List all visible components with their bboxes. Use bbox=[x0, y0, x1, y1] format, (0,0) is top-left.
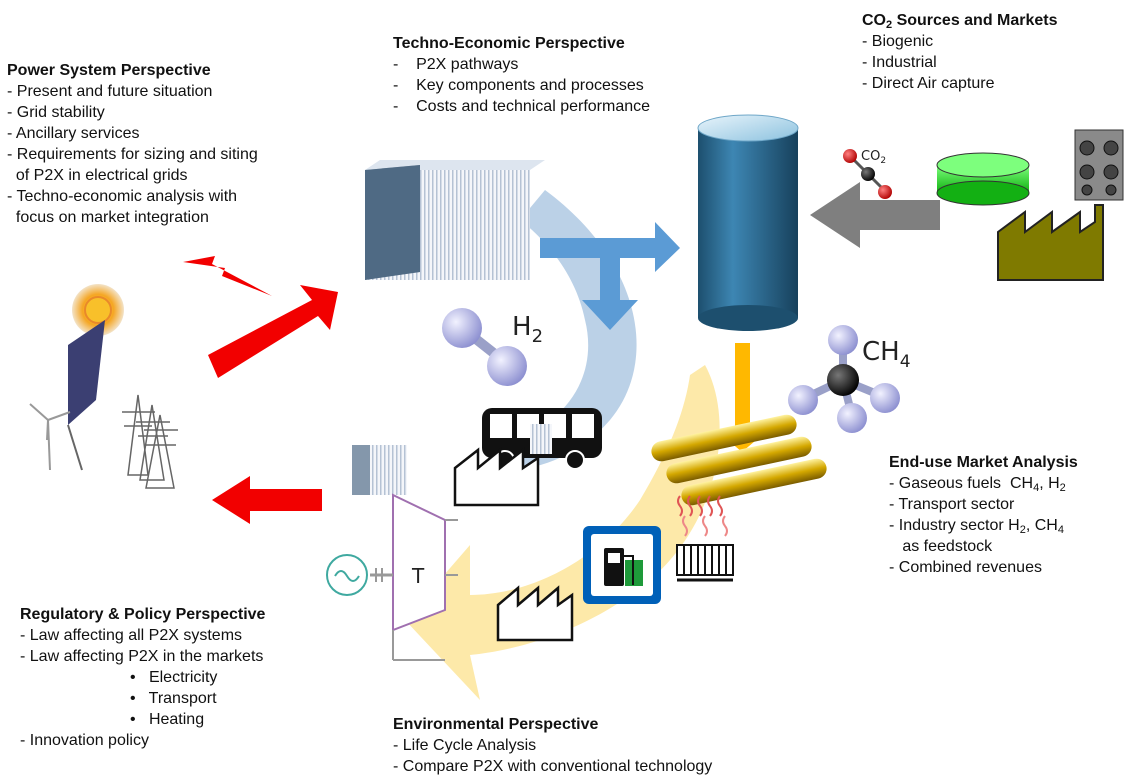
power-item: - Ancillary services bbox=[7, 125, 140, 142]
direct-air-capture-icon bbox=[1074, 129, 1124, 201]
gas-storage-tank-icon bbox=[697, 114, 799, 331]
end-use-item: as feedstock bbox=[889, 538, 993, 555]
electrolyser-stack-icon bbox=[365, 160, 545, 280]
turbine-label: T bbox=[411, 564, 425, 588]
gas-pipes-icon bbox=[651, 414, 827, 506]
red-arrow-to-electrolyser bbox=[208, 285, 338, 378]
environmental-item: - Compare P2X with conventional technolo… bbox=[393, 758, 713, 775]
factory-icon-2 bbox=[496, 585, 574, 642]
lightning-bolt-icon bbox=[183, 256, 272, 296]
regulatory-item: - Innovation policy bbox=[20, 732, 149, 749]
regulatory-bullet: • Transport bbox=[130, 690, 217, 707]
methanation-arc bbox=[405, 365, 720, 700]
generator-icon bbox=[326, 554, 368, 596]
fuel-station-sign-icon bbox=[583, 526, 661, 604]
regulatory-bullet: • Heating bbox=[130, 711, 205, 728]
power-item: focus on market integration bbox=[7, 209, 209, 226]
end-use-item: - Transport sector bbox=[889, 496, 1015, 513]
co2-molecule-icon bbox=[843, 149, 892, 199]
regulatory-policy-perspective: Regulatory & Policy Perspective - Law af… bbox=[20, 604, 265, 751]
factory-icon bbox=[453, 447, 540, 507]
h2-molecule-icon bbox=[442, 308, 527, 386]
end-use-item: - Industry sector H2, CH4 bbox=[889, 517, 1064, 536]
ch4-molecule-icon bbox=[788, 325, 900, 433]
orange-arrow-down bbox=[716, 343, 768, 452]
power-system-title: Power System Perspective bbox=[7, 62, 211, 79]
h2-label: H2 bbox=[512, 312, 543, 347]
industrial-plant-icon bbox=[997, 204, 1104, 281]
environmental-perspective: Environmental Perspective - Life Cycle A… bbox=[393, 714, 712, 777]
end-use-item: - Gaseous fuels CH4, H2 bbox=[889, 475, 1066, 494]
solar-panel-icon bbox=[67, 320, 105, 471]
power-pylon-icon bbox=[122, 394, 178, 489]
co2-sources-markets: CO2 Sources and Markets - Biogenic - Ind… bbox=[862, 10, 1058, 94]
heater-icon bbox=[676, 495, 734, 582]
power-item: - Requirements for sizing and siting bbox=[7, 146, 258, 163]
regulatory-bullet: • Electricity bbox=[130, 669, 218, 686]
power-system-perspective: Power System Perspective - Present and f… bbox=[7, 60, 258, 228]
power-item: - Grid stability bbox=[7, 104, 105, 121]
fuel-cell-stack-icon bbox=[352, 445, 407, 495]
regulatory-item: - Law affecting all P2X systems bbox=[20, 627, 243, 644]
wind-turbine-icon bbox=[29, 403, 71, 471]
co2-item: - Direct Air capture bbox=[862, 75, 995, 92]
ch4-label: CH4 bbox=[862, 337, 911, 372]
techno-economic-title: Techno-Economic Perspective bbox=[393, 35, 625, 52]
gas-turbine-icon bbox=[370, 493, 458, 661]
end-use-title: End-use Market Analysis bbox=[889, 454, 1078, 471]
power-item: - Present and future situation bbox=[7, 83, 213, 100]
co2-item: - Industrial bbox=[862, 54, 937, 71]
environmental-item: - Life Cycle Analysis bbox=[393, 737, 537, 754]
red-arrow-to-grid bbox=[212, 476, 322, 524]
co2-title: CO2 Sources and Markets bbox=[862, 12, 1058, 31]
regulatory-item: - Law affecting P2X in the markets bbox=[20, 648, 264, 665]
techno-item: - Costs and technical performance bbox=[393, 98, 651, 115]
biogas-digester-icon bbox=[936, 152, 1030, 206]
environmental-title: Environmental Perspective bbox=[393, 716, 599, 733]
blue-split-arrow bbox=[540, 222, 680, 330]
techno-economic-perspective: Techno-Economic Perspective - P2X pathwa… bbox=[393, 33, 650, 117]
techno-item: - P2X pathways bbox=[393, 56, 519, 73]
techno-item: - Key components and processes bbox=[393, 77, 644, 94]
regulatory-title: Regulatory & Policy Perspective bbox=[20, 606, 266, 623]
grey-arrow-co2 bbox=[810, 182, 940, 248]
end-use-item: - Combined revenues bbox=[889, 559, 1042, 576]
co2-item: - Biogenic bbox=[862, 33, 934, 50]
sun-icon bbox=[72, 284, 124, 336]
power-item: - Techno-economic analysis with bbox=[7, 188, 238, 205]
power-item: of P2X in electrical grids bbox=[7, 167, 188, 184]
end-use-market-analysis: End-use Market Analysis - Gaseous fuels … bbox=[889, 452, 1078, 578]
co2-molecule-label: CO2 bbox=[861, 149, 886, 166]
